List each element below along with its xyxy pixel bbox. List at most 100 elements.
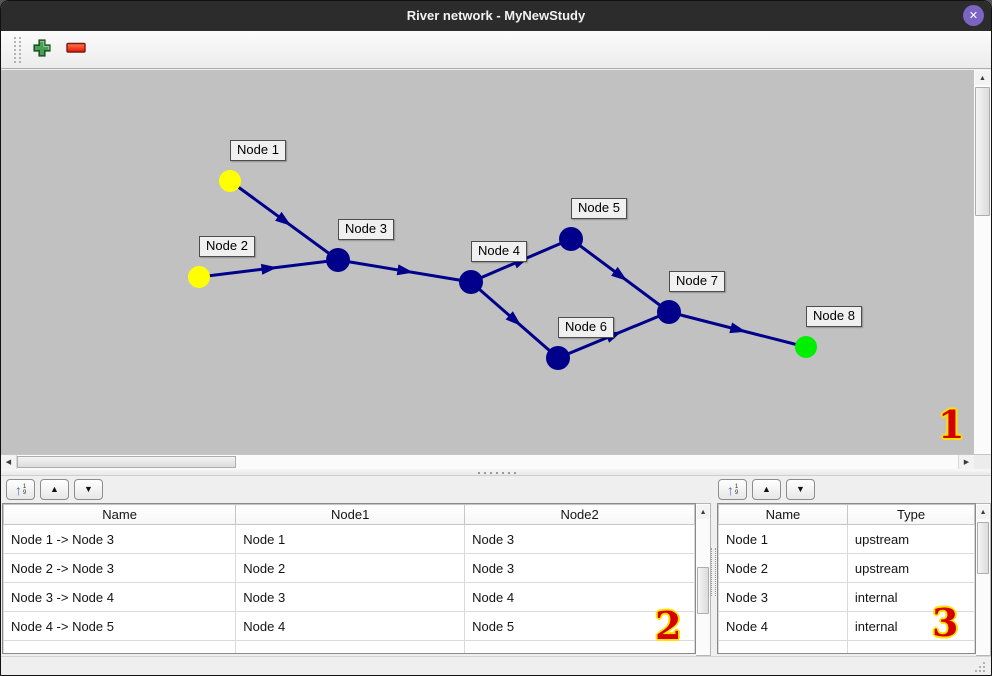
table-cell[interactable]: Node 2 <box>718 553 848 583</box>
network-node[interactable] <box>559 227 583 251</box>
table-cell[interactable]: Node 5 <box>464 611 696 641</box>
table-row[interactable] <box>3 640 696 653</box>
table-cell[interactable]: Node 3 <box>464 524 696 554</box>
table-cell[interactable] <box>846 640 976 653</box>
table-cell[interactable]: Node 3 -> Node 4 <box>3 582 237 612</box>
node-label[interactable]: Node 3 <box>338 219 394 240</box>
reaches-table-scrollbar[interactable]: ▲ ▼ <box>696 503 711 656</box>
table-cell[interactable] <box>235 640 466 653</box>
network-graph <box>188 170 817 370</box>
table-cell[interactable]: Node 1 -> Node 3 <box>3 524 237 554</box>
up-triangle-icon: ▲ <box>762 484 771 494</box>
network-node[interactable] <box>657 300 681 324</box>
table-cell[interactable]: upstream <box>846 553 976 583</box>
network-node[interactable] <box>188 266 210 288</box>
scroll-right-button[interactable]: ▶ <box>958 455 974 469</box>
resize-grip[interactable] <box>974 661 986 673</box>
table-cell[interactable] <box>718 640 848 653</box>
table-row[interactable] <box>718 640 976 653</box>
status-bar <box>1 656 991 675</box>
annotation-digit: 1 <box>938 402 965 447</box>
network-node[interactable] <box>546 346 570 370</box>
column-header[interactable]: Name <box>718 504 848 525</box>
network-node[interactable] <box>459 270 483 294</box>
table-cell[interactable]: internal <box>846 611 976 641</box>
network-node[interactable] <box>219 170 241 192</box>
move-up-button[interactable]: ▲ <box>752 479 781 500</box>
table-cell[interactable]: Node 4 <box>464 582 696 612</box>
table-cell[interactable]: Node 1 <box>235 524 466 554</box>
table-cell[interactable]: Node 1 <box>718 524 848 554</box>
column-header[interactable]: Name <box>3 504 237 525</box>
node-label[interactable]: Node 7 <box>669 271 725 292</box>
table-cell[interactable]: Node 4 -> Node 5 <box>3 611 237 641</box>
node-label[interactable]: Node 5 <box>571 198 627 219</box>
flow-direction-arrow-icon <box>611 266 628 281</box>
scrollbar-corner <box>974 455 991 469</box>
table-cell[interactable] <box>3 640 237 653</box>
table-cell[interactable]: upstream <box>846 524 976 554</box>
add-button[interactable] <box>29 37 55 63</box>
scroll-up-button[interactable]: ▲ <box>977 505 989 519</box>
scrollbar-thumb[interactable] <box>17 456 236 468</box>
network-node[interactable] <box>326 248 350 272</box>
canvas-vertical-scrollbar[interactable]: ▲ ▼ <box>973 70 991 675</box>
table-cell[interactable]: Node 3 <box>718 582 848 612</box>
node-label[interactable]: Node 4 <box>471 241 527 262</box>
table-cell[interactable]: Node 3 <box>464 553 696 583</box>
panel-splitter[interactable] <box>1 469 991 476</box>
move-down-button[interactable]: ▼ <box>786 479 815 500</box>
flow-direction-arrow-icon <box>396 264 414 276</box>
table-cell[interactable]: Node 2 <box>235 553 466 583</box>
close-button[interactable]: ✕ <box>963 5 984 26</box>
table-cell[interactable] <box>464 640 696 653</box>
column-header[interactable]: Type <box>846 504 976 525</box>
river-network-canvas[interactable]: Node 1 Node 2 Node 3 Node 4 Node 5 Node 6 Node… <box>1 70 973 454</box>
scroll-left-button[interactable]: ◀ <box>1 455 17 469</box>
remove-button[interactable] <box>63 37 89 63</box>
scroll-up-button[interactable]: ▲ <box>697 505 709 519</box>
column-header[interactable]: Node1 <box>235 504 466 525</box>
toolbar-drag-handle[interactable] <box>14 36 21 63</box>
canvas-horizontal-scrollbar[interactable]: ◀ ▶ <box>1 454 991 469</box>
column-header[interactable]: Node2 <box>464 504 696 525</box>
table-cell[interactable]: Node 4 <box>235 611 466 641</box>
plus-icon <box>33 39 51 60</box>
table-cell[interactable]: Node 4 <box>718 611 848 641</box>
sort-button[interactable]: ↑ 1 9 <box>6 479 35 500</box>
scrollbar-thumb[interactable] <box>697 567 709 614</box>
node-label[interactable]: Node 6 <box>558 317 614 338</box>
scrollbar-track[interactable] <box>17 455 958 469</box>
move-down-button[interactable]: ▼ <box>74 479 103 500</box>
scroll-up-button[interactable]: ▲ <box>975 71 990 85</box>
node-label[interactable]: Node 8 <box>806 306 862 327</box>
scrollbar-thumb[interactable] <box>977 522 989 574</box>
node-label[interactable]: Node 2 <box>199 236 255 257</box>
table-cell[interactable]: Node 2 -> Node 3 <box>3 553 237 583</box>
down-triangle-icon: ▼ <box>84 484 93 494</box>
scrollbar-thumb[interactable] <box>975 87 990 216</box>
up-triangle-icon: ▲ <box>979 508 987 516</box>
left-triangle-icon: ◀ <box>5 459 12 466</box>
node-label[interactable]: Node 1 <box>230 140 286 161</box>
sort-button[interactable]: ↑ 1 9 <box>718 479 747 500</box>
network-node[interactable] <box>795 336 817 358</box>
table-cell[interactable]: Node 3 <box>235 582 466 612</box>
right-triangle-icon: ▶ <box>963 459 970 466</box>
titlebar[interactable]: River network - MyNewStudy ✕ <box>1 1 991 31</box>
move-up-button[interactable]: ▲ <box>40 479 69 500</box>
nodes-table-scrollbar[interactable]: ▲ ▼ <box>976 503 991 656</box>
